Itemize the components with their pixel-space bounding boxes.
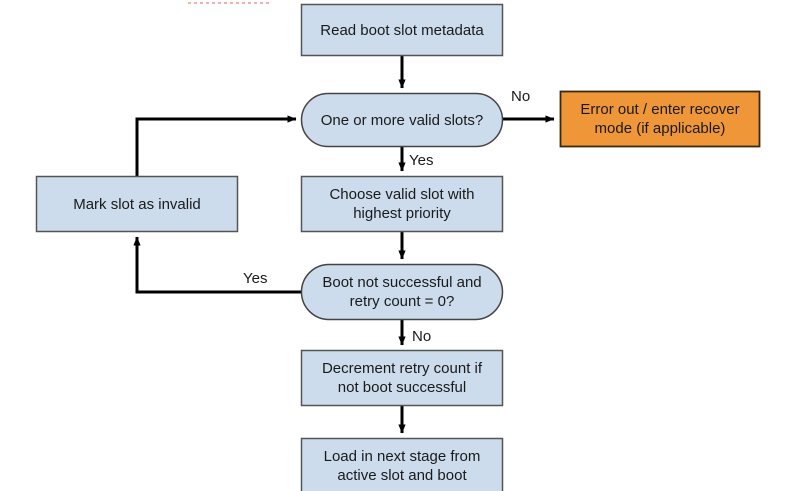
- node-choose-valid-slot-with-highest-priority[interactable]: [300, 175, 504, 233]
- edge-mark-invalid-to-valid-slots: [135, 115, 297, 176]
- node-decrement-retry-count-if-not-boot-successful[interactable]: [300, 349, 504, 407]
- node-boot-not-successful-and-retry-count-zero[interactable]: [300, 263, 504, 321]
- node-load-in-next-stage-from-active-slot-and-boot[interactable]: [300, 437, 504, 491]
- edge-boot-check-yes-to-mark-invalid: [133, 236, 301, 294]
- node-one-or-more-valid-slots[interactable]: [300, 92, 504, 148]
- node-mark-slot-as-invalid[interactable]: [35, 175, 239, 233]
- edge-layer: [133, 56, 555, 434]
- node-error-out-enter-recover-mode[interactable]: [559, 90, 761, 148]
- node-read-boot-slot-metadata[interactable]: [300, 3, 504, 57]
